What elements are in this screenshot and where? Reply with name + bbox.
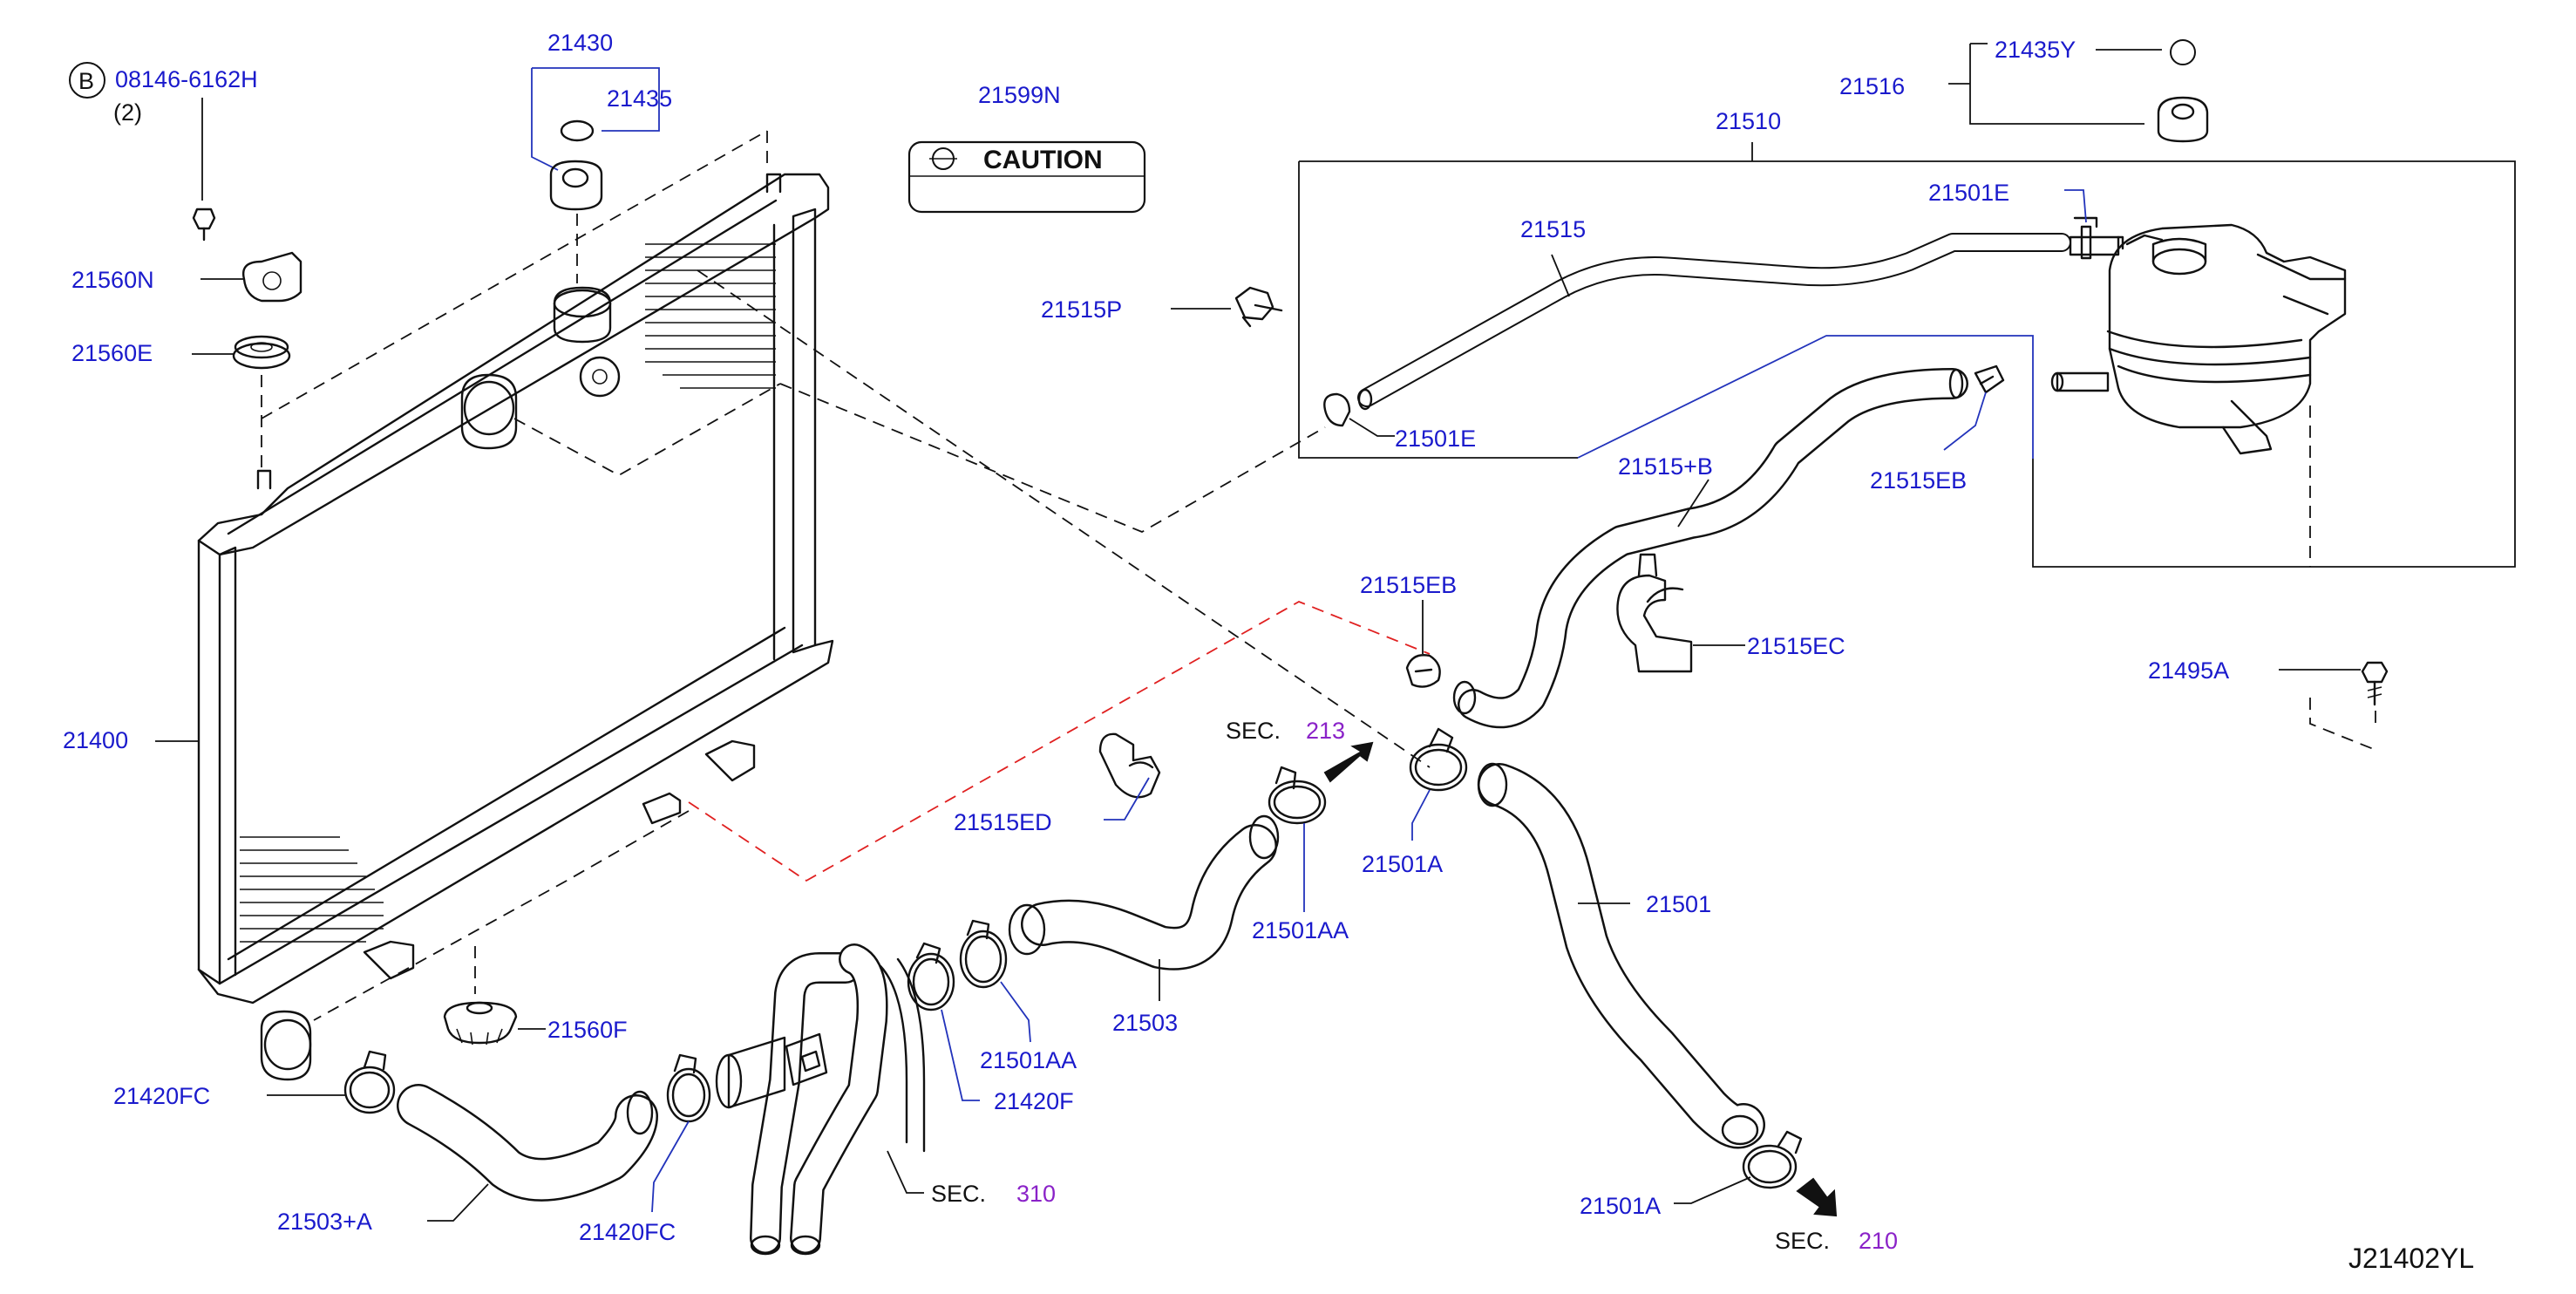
sec-label-210: SEC. xyxy=(1775,1228,1830,1254)
part-label-21515EC: 21515EC xyxy=(1747,633,1845,659)
clamp-21501A-upper xyxy=(1409,727,1468,792)
reservoir-tank xyxy=(2050,223,2347,455)
part-label-21516: 21516 xyxy=(1839,73,1905,99)
caution-label-21599N: CAUTION xyxy=(907,140,1146,214)
cap-seal xyxy=(560,119,595,142)
part-label-21435: 21435 xyxy=(607,85,672,112)
part-label-21420FC-bottom: 21420FC xyxy=(579,1219,676,1245)
clip-21515EB-right xyxy=(1974,364,2005,394)
part-label-21420FC-left: 21420FC xyxy=(113,1083,210,1109)
part-label-21560F: 21560F xyxy=(547,1017,628,1043)
arrow-sec-210-icon xyxy=(1796,1177,1838,1217)
part-label-21501E-left: 21501E xyxy=(1395,426,1476,452)
clip-21501E-left xyxy=(1323,392,1351,427)
part-label-21501AA-upper: 21501AA xyxy=(1252,917,1349,943)
arrow-sec-213-icon xyxy=(1323,741,1374,783)
hose-21515 xyxy=(1357,233,2071,411)
sec-label-213: SEC. xyxy=(1226,718,1281,744)
part-label-21501A-upper: 21501A xyxy=(1362,851,1443,877)
part-label-21435Y: 21435Y xyxy=(1995,37,2076,63)
bracket-21560N xyxy=(242,251,302,303)
part-label-21501E-top: 21501E xyxy=(1928,180,2009,206)
part-label-21501: 21501 xyxy=(1646,891,1711,917)
part-label-21501A-lower: 21501A xyxy=(1580,1193,1661,1219)
clip-21515ED xyxy=(1098,732,1161,799)
part-label-21515P: 21515P xyxy=(1041,296,1122,323)
reservoir-cap-21516 xyxy=(2157,96,2209,143)
sec-number-310: 310 xyxy=(1016,1181,1056,1207)
bolt-marker-circle: B xyxy=(69,62,105,99)
clip-21501E-top xyxy=(2073,216,2098,260)
clamp-21501AA-upper xyxy=(1268,766,1327,825)
part-label-21503-A: 21503+A xyxy=(277,1209,372,1235)
bolt-icon xyxy=(192,208,216,242)
part-label-21510: 21510 xyxy=(1716,108,1781,134)
sec-number-210: 210 xyxy=(1859,1228,1898,1254)
sec-number-213: 213 xyxy=(1306,718,1345,744)
radiator-cap-21430 xyxy=(549,160,603,211)
caution-text: CAUTION xyxy=(983,146,1103,174)
part-label-21599N: 21599N xyxy=(978,82,1061,108)
connector-21515P xyxy=(1234,286,1283,328)
sec-label-310: SEC. xyxy=(931,1181,986,1207)
part-label-21515: 21515 xyxy=(1520,216,1586,242)
grommet-21560E xyxy=(232,335,291,370)
clamp-21501AA-lower xyxy=(959,919,1008,989)
part-label-21495A: 21495A xyxy=(2148,657,2229,684)
reservoir-cap-seal xyxy=(2170,39,2196,65)
hose-21515-B xyxy=(1452,368,1968,729)
part-label-21420F: 21420F xyxy=(994,1088,1074,1114)
part-label-21430: 21430 xyxy=(547,30,613,56)
bolt-marker-letter: B xyxy=(78,68,94,94)
part-label-21503: 21503 xyxy=(1112,1010,1178,1036)
part-label-08146-6162H: 08146-6162H xyxy=(115,66,258,92)
hose-21503-A xyxy=(397,1084,658,1202)
bolt-quantity: (2) xyxy=(113,99,142,126)
clamp-21420FC-left xyxy=(343,1050,396,1114)
hose-21503 xyxy=(1008,814,1280,970)
part-label-21400: 21400 xyxy=(63,727,128,753)
part-label-21515EB-right: 21515EB xyxy=(1870,467,1967,494)
clamp-21420FC-bottom xyxy=(666,1053,711,1123)
bolt-21495A xyxy=(2361,661,2389,706)
clamp-21501A-lower xyxy=(1742,1130,1803,1189)
grommet-21560F xyxy=(443,1001,518,1045)
part-label-21515ED: 21515ED xyxy=(954,809,1052,835)
hose-21501 xyxy=(1477,762,1765,1149)
radiator-assembly xyxy=(197,173,834,1081)
part-label-21515EB-mid: 21515EB xyxy=(1360,572,1457,598)
part-label-21560N: 21560N xyxy=(71,267,154,293)
diagram-reference-code: J21402YL xyxy=(2348,1243,2474,1274)
clamp-21420F xyxy=(907,942,955,1011)
heater-hose-assembly xyxy=(715,943,926,1256)
part-label-21560E: 21560E xyxy=(71,340,153,366)
part-label-21515-B: 21515+B xyxy=(1618,453,1713,480)
clip-21515EC xyxy=(1616,553,1693,673)
part-label-21501AA-lower: 21501AA xyxy=(980,1047,1077,1073)
clip-21515EB-mid xyxy=(1405,654,1441,688)
